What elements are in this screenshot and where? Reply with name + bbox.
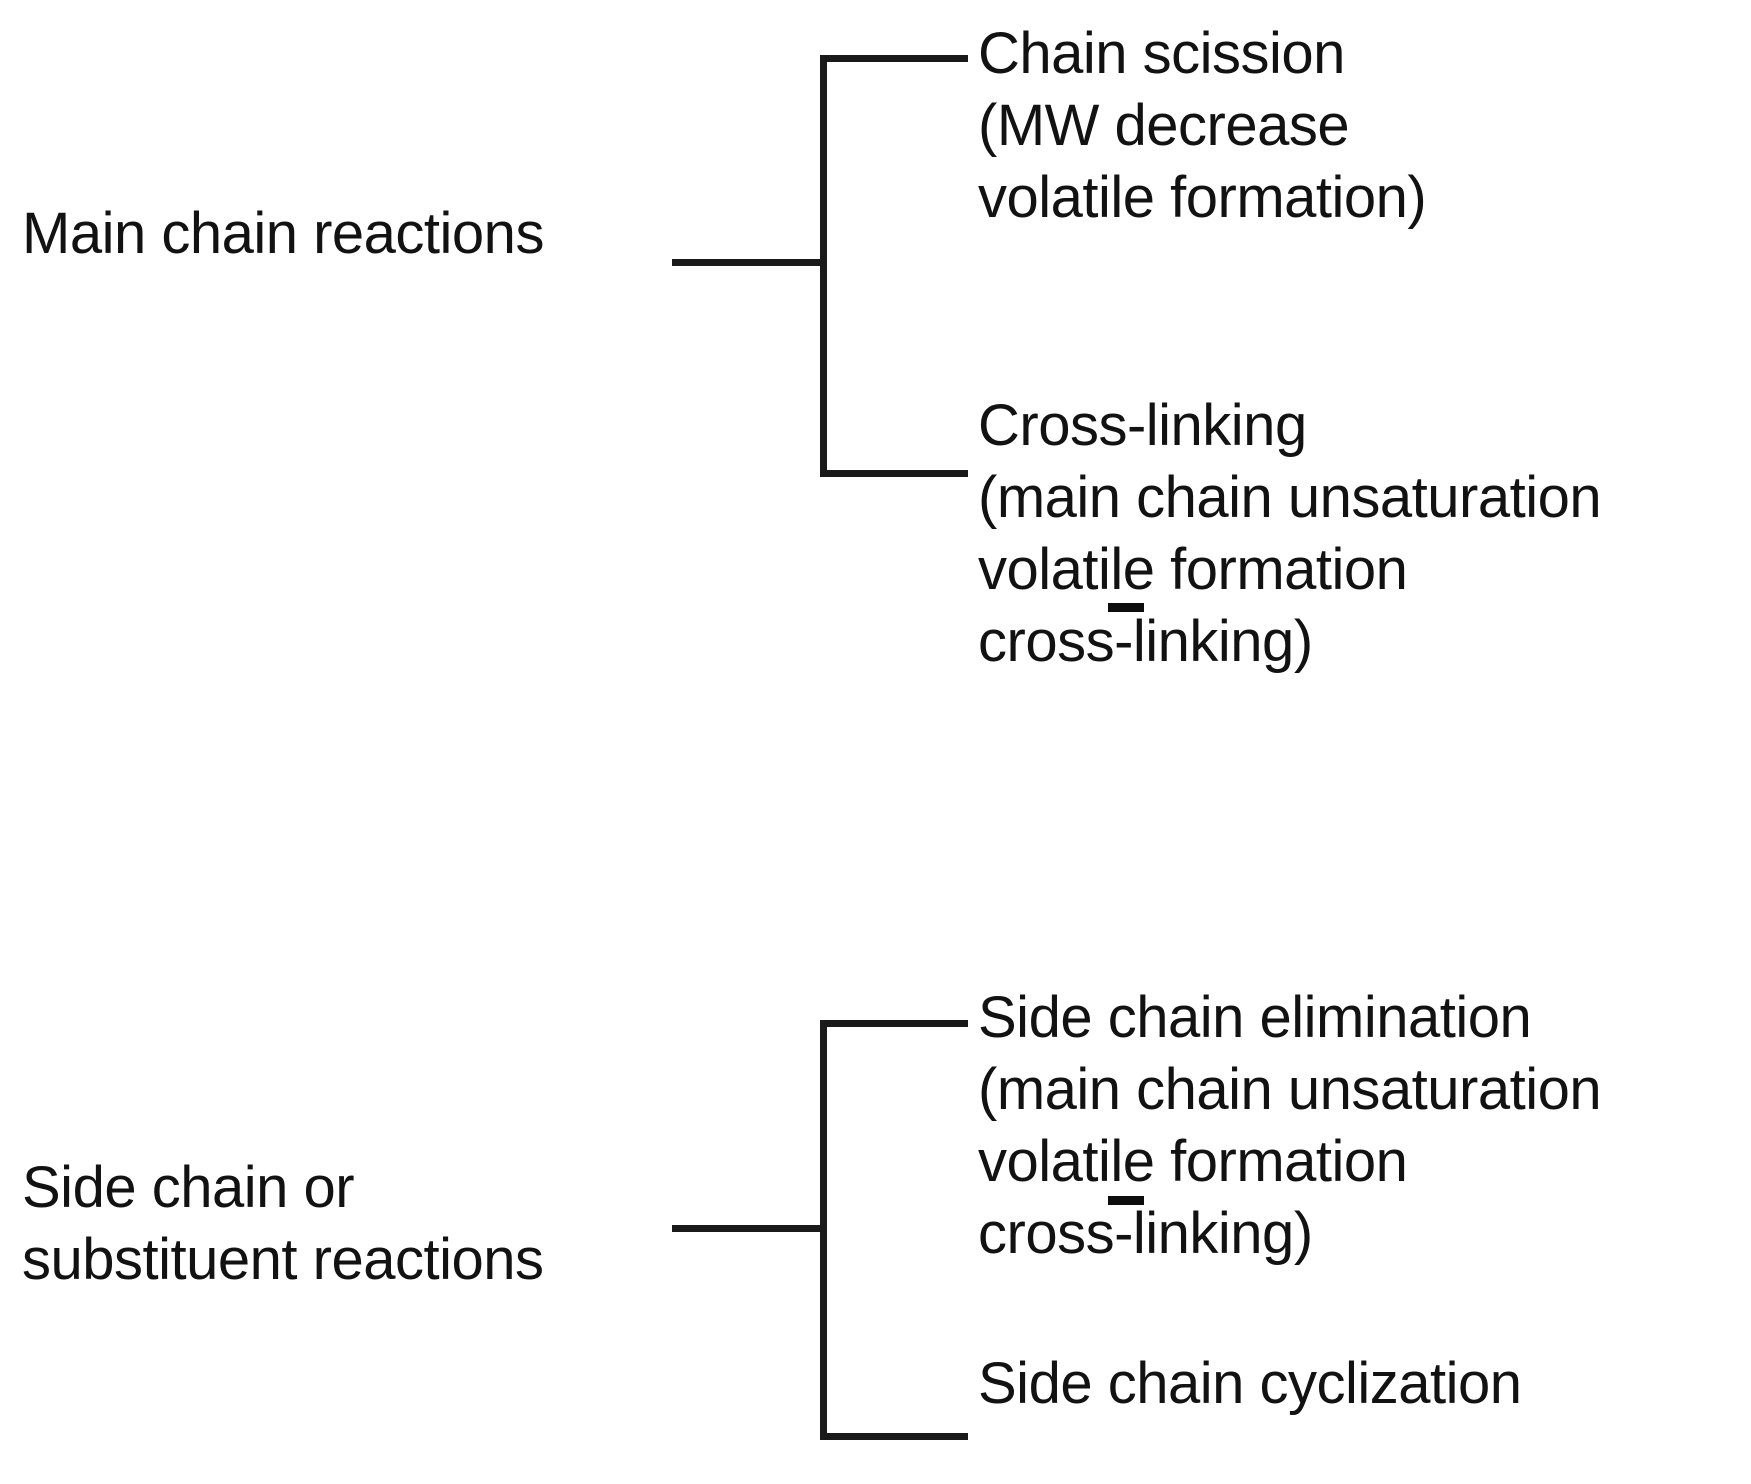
bracket-spine-main-chain-reactions (820, 55, 827, 477)
branch-label-chain-scission: Chain scission (MW decrease volatile for… (978, 21, 1427, 230)
connector-stem-main-chain-reactions (672, 259, 824, 266)
branch-label-side-chain-elimination: Side chain elimination (main chain unsat… (978, 985, 1602, 1266)
branch-label-cross-linking: Cross-linking (main chain unsaturation v… (978, 393, 1602, 674)
bracket-arm-side-chain-cyclization (820, 1433, 968, 1440)
bracket-arm-cross-linking (820, 470, 968, 477)
branch-label-side-chain-cyclization: Side chain cyclization (978, 1351, 1522, 1416)
hyphen-mark-cross-linking-upper (1108, 603, 1144, 612)
root-label-side-chain-or-substituent-reactions: Side chain or substituent reactions (22, 1155, 544, 1292)
bracket-arm-chain-scission (820, 55, 968, 62)
hyphen-mark-cross-linking-lower (1108, 1196, 1144, 1205)
root-label-main-chain-reactions: Main chain reactions (22, 201, 544, 266)
connector-stem-side-chain-reactions (672, 1225, 824, 1232)
bracket-spine-side-chain-reactions (820, 1020, 827, 1440)
bracket-arm-side-chain-elimination (820, 1020, 968, 1027)
